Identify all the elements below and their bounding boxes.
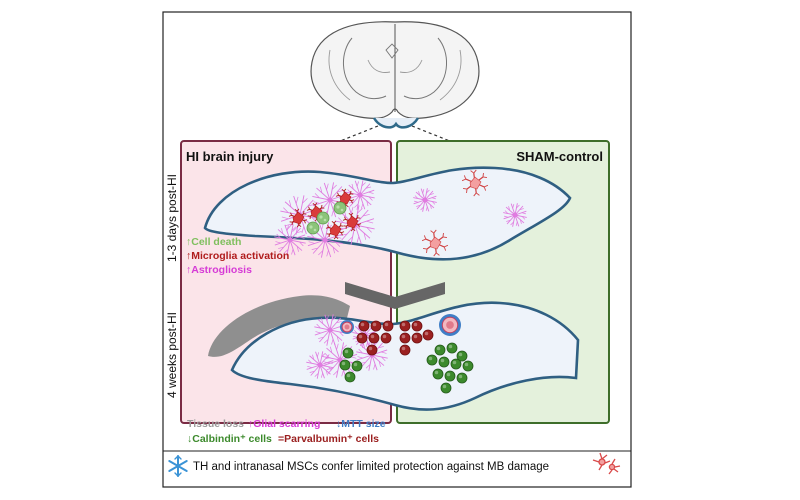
finding-mtt-text: MTT size (341, 418, 385, 430)
calbindin-cell (462, 360, 474, 372)
finding-microglia-text: Microglia activation (191, 250, 289, 262)
snowflake-icon (168, 455, 188, 477)
tissue-section-early (203, 166, 572, 261)
mtt-cell (439, 314, 461, 336)
calbindin-cell (426, 354, 438, 366)
calbindin-cell (438, 356, 450, 368)
calbindin-cell (456, 350, 468, 362)
finding-astrogliosis-arrow: ↑ (186, 264, 191, 276)
parvalbumin-cell (358, 320, 370, 332)
tissue-loss-region (208, 295, 350, 357)
finding-mtt-size: ↓MTT size (336, 418, 386, 430)
finding-parvalbumin: =Parvalbumin⁺ cells (278, 433, 379, 445)
finding-glial-scarring: ↑Glial scarring (248, 418, 320, 430)
astrocyte-cell (306, 351, 334, 379)
calbindin-cell (450, 358, 462, 370)
sham-panel-title: SHAM-control (516, 149, 603, 164)
parvalbumin-cell (366, 344, 378, 356)
stem-cell-icon (592, 452, 621, 475)
parvalbumin-cell (411, 320, 423, 332)
finding-calbindin-arrow: ↓ (187, 433, 192, 445)
microglia-cell (288, 208, 308, 228)
mtt-cell (340, 320, 354, 334)
brain-section-illustration (310, 21, 480, 129)
parvalbumin-cell (382, 320, 394, 332)
dead-cell (333, 201, 347, 215)
parvalbumin-cell (399, 320, 411, 332)
footer-text: TH and intranasal MSCs confer limited pr… (193, 461, 549, 473)
calbindin-cell (446, 342, 458, 354)
microglia-cell (342, 212, 362, 232)
calbindin-cell (456, 372, 468, 384)
calbindin-cell (351, 360, 363, 372)
finding-glial-text: Glial scarring (253, 418, 320, 430)
finding-cell-death-arrow: ↑ (186, 236, 191, 248)
dead-cell (316, 211, 330, 225)
calbindin-cell (434, 344, 446, 356)
calbindin-cell (342, 347, 354, 359)
microglia-cell (325, 220, 345, 240)
calbindin-cell (444, 370, 456, 382)
parvalbumin-cell (399, 344, 411, 356)
finding-parvalbumin-text: Parvalbumin⁺ cells (284, 433, 379, 445)
finding-microglia-arrow: ↑ (186, 250, 191, 262)
astrocyte-cell (413, 188, 437, 212)
parvalbumin-cell (422, 329, 434, 341)
parvalbumin-cell (356, 332, 368, 344)
finding-calbindin: ↓Calbindin⁺ cells (187, 433, 272, 445)
finding-cell-death: ↑Cell death (186, 236, 241, 248)
astrocyte-cell (503, 203, 527, 227)
parvalbumin-cell (399, 332, 411, 344)
timepoint-late-label: 4 weeks post-HI (165, 312, 179, 398)
timeline-chevron (345, 282, 445, 309)
dead-cell (306, 221, 320, 235)
microglia-cell (461, 169, 489, 197)
calbindin-cell (432, 368, 444, 380)
microglia-cell (421, 229, 449, 257)
calbindin-cell (339, 359, 351, 371)
hi-panel-title: HI brain injury (186, 149, 274, 164)
calbindin-cell (344, 371, 356, 383)
zoom-line-right (411, 125, 491, 158)
tissue-section-late (230, 301, 580, 411)
finding-astrogliosis-text: Astrogliosis (191, 264, 252, 276)
cell-illustrations (274, 169, 527, 394)
finding-calbindin-text: Calbindin⁺ cells (192, 433, 272, 445)
finding-mtt-arrow: ↓ (336, 418, 341, 430)
zoom-line-left (299, 125, 379, 158)
finding-cell-death-text: Cell death (191, 236, 241, 248)
finding-tissue-loss: Tissue loss (187, 418, 244, 430)
finding-microglia: ↑Microglia activation (186, 250, 289, 262)
parvalbumin-cell (380, 332, 392, 344)
parvalbumin-cell (411, 332, 423, 344)
calbindin-cell (440, 382, 452, 394)
finding-glial-arrow: ↑ (248, 418, 253, 430)
parvalbumin-cell (370, 320, 382, 332)
parvalbumin-cell (368, 332, 380, 344)
timepoint-early-label: 1-3 days post-HI (165, 174, 179, 262)
microglia-cell (335, 188, 355, 208)
finding-parvalbumin-arrow: = (278, 433, 284, 445)
astrocyte-cell (274, 224, 306, 256)
finding-astrogliosis: ↑Astrogliosis (186, 264, 252, 276)
